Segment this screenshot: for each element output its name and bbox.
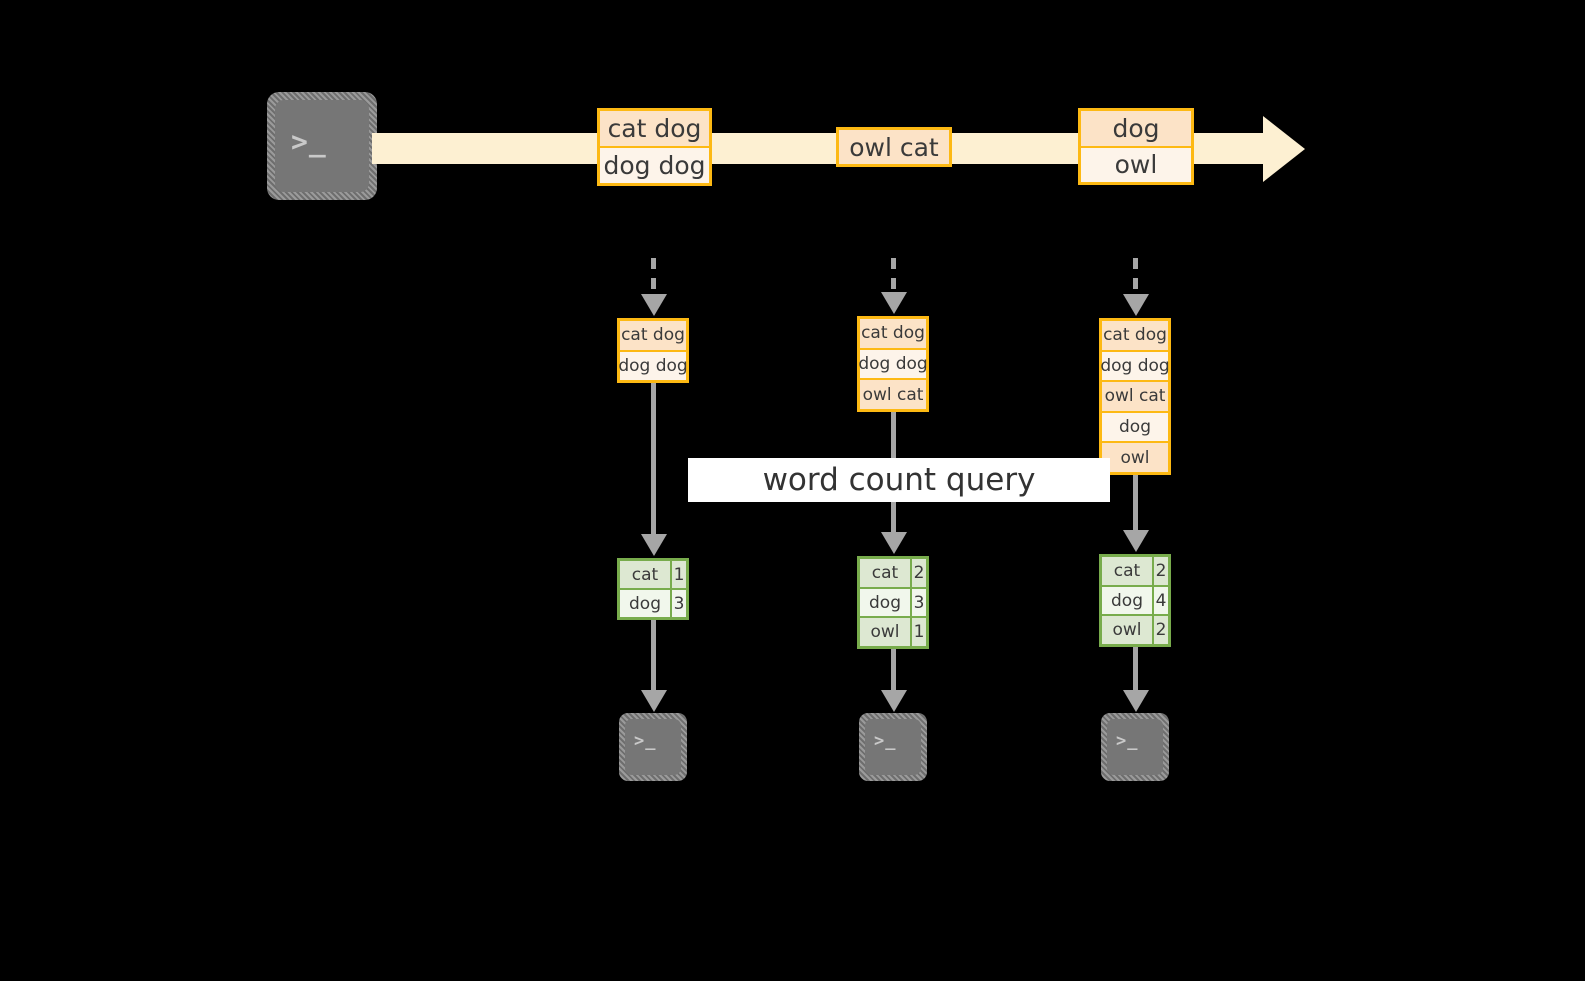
snapshot-2-dashed-arrowhead (881, 292, 907, 314)
snapshot-2-dashed-connector (891, 258, 896, 298)
stream-record-line: owl cat (839, 130, 949, 164)
buffer-line: cat dog (860, 319, 926, 348)
result-count: 1 (673, 564, 685, 585)
buffer-line: dog (1102, 410, 1168, 442)
result-word: cat (620, 561, 672, 588)
buffer-line: dog dog (858, 347, 928, 379)
stream-record-group-3[interactable]: dog owl (1078, 108, 1194, 185)
snapshot-1-sink-connector (651, 620, 656, 694)
snapshot-3-dashed-connector (1133, 258, 1138, 300)
snapshot-3-input-buffer[interactable]: cat dog dog dog owl cat dog owl (1099, 318, 1171, 475)
table-row: cat 2 (860, 559, 926, 587)
result-word: dog (1102, 586, 1154, 615)
stream-record-line: cat dog (600, 111, 709, 146)
result-count: 2 (1155, 620, 1167, 641)
snapshot-1-query-arrowhead (641, 534, 667, 556)
result-count: 1 (913, 622, 925, 643)
snapshot-3-dashed-arrowhead (1123, 294, 1149, 316)
result-word: cat (860, 559, 912, 587)
snapshot-3-sink-terminal-icon[interactable]: >_ (1101, 713, 1169, 781)
snapshot-1-sink-terminal-icon[interactable]: >_ (619, 713, 687, 781)
buffer-line: dog dog (618, 349, 688, 380)
terminal-prompt-glyph: >_ (634, 731, 657, 751)
snapshot-3-result-table[interactable]: cat 2 dog 4 owl 2 (1099, 554, 1171, 647)
result-word: dog (860, 588, 912, 617)
snapshot-1-result-table[interactable]: cat 1 dog 3 (617, 558, 689, 620)
buffer-line: owl cat (1102, 380, 1168, 411)
table-row: dog 3 (620, 588, 686, 617)
buffer-line: cat dog (1102, 321, 1168, 350)
snapshot-3-sink-connector (1133, 647, 1138, 694)
result-word: owl (1102, 616, 1154, 645)
snapshot-1-dashed-connector (651, 258, 656, 300)
buffer-line: owl (1102, 441, 1168, 472)
terminal-prompt-glyph: >_ (874, 731, 897, 751)
snapshot-1-input-buffer[interactable]: cat dog dog dog (617, 318, 689, 383)
terminal-prompt-glyph: >_ (291, 125, 327, 158)
snapshot-3-sink-arrowhead (1123, 690, 1149, 712)
result-count: 4 (1155, 590, 1167, 611)
stream-band-arrowhead (1263, 116, 1305, 182)
buffer-line: cat dog (620, 321, 686, 350)
snapshot-2-sink-terminal-icon[interactable]: >_ (859, 713, 927, 781)
table-row: dog 3 (860, 586, 926, 617)
snapshot-1-sink-arrowhead (641, 690, 667, 712)
table-row: owl 2 (1102, 614, 1168, 645)
stream-record-group-2[interactable]: owl cat (836, 127, 952, 167)
table-row: cat 2 (1102, 557, 1168, 585)
terminal-screen: >_ (865, 719, 921, 775)
table-row: cat 1 (620, 561, 686, 588)
terminal-screen: >_ (1107, 719, 1163, 775)
terminal-screen: >_ (625, 719, 681, 775)
query-label: word count query (688, 458, 1110, 502)
snapshot-2-sink-arrowhead (881, 690, 907, 712)
table-row: owl 1 (860, 616, 926, 647)
stream-record-line: owl (1081, 145, 1191, 182)
snapshot-3-query-connector (1133, 475, 1138, 537)
result-count: 2 (913, 562, 925, 583)
table-row: dog 4 (1102, 584, 1168, 615)
source-terminal-icon[interactable]: >_ (267, 92, 377, 200)
snapshot-2-query-arrowhead (881, 532, 907, 554)
snapshot-1-query-connector (651, 383, 656, 540)
buffer-line: dog dog (1100, 349, 1170, 381)
result-word: dog (620, 590, 672, 617)
result-count: 3 (913, 592, 925, 613)
snapshot-1-dashed-arrowhead (641, 294, 667, 316)
terminal-screen: >_ (275, 100, 369, 192)
snapshot-2-input-buffer[interactable]: cat dog dog dog owl cat (857, 316, 929, 412)
result-count: 2 (1155, 560, 1167, 581)
stream-record-line: dog (1081, 111, 1191, 146)
buffer-line: owl cat (860, 378, 926, 410)
result-count: 3 (673, 593, 685, 614)
stream-record-group-1[interactable]: cat dog dog dog (597, 108, 712, 186)
result-word: cat (1102, 557, 1154, 585)
snapshot-2-result-table[interactable]: cat 2 dog 3 owl 1 (857, 556, 929, 649)
terminal-prompt-glyph: >_ (1116, 731, 1139, 751)
snapshot-3-query-arrowhead (1123, 530, 1149, 552)
stream-record-line: dog dog (600, 146, 709, 183)
result-word: owl (860, 618, 912, 647)
snapshot-2-sink-connector (891, 649, 896, 694)
